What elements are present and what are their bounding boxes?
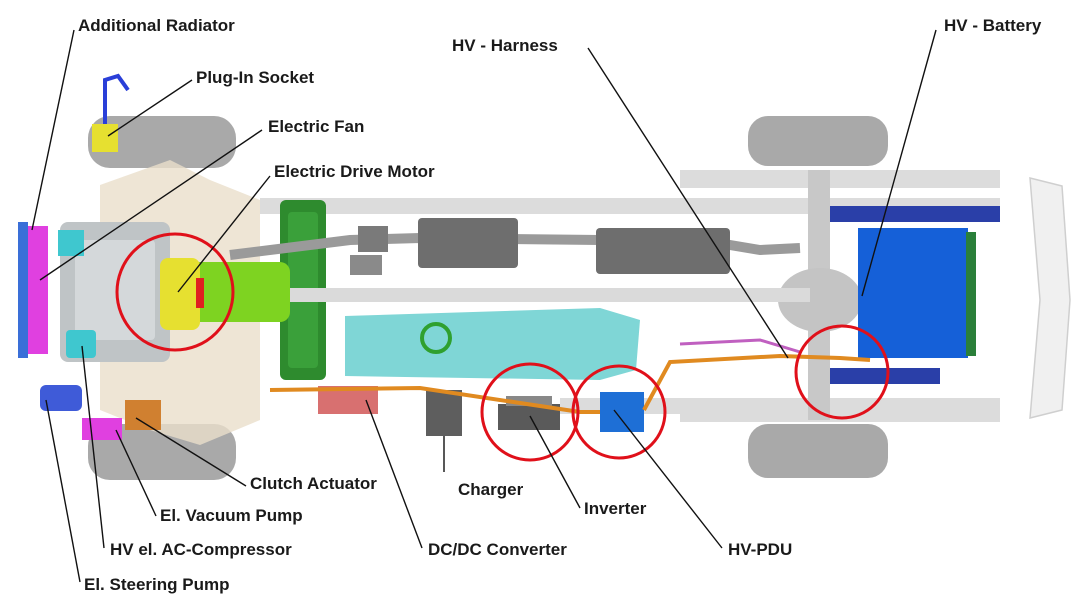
radiator-frame	[18, 222, 28, 358]
catalyst	[358, 226, 388, 252]
battery-side-rail	[966, 232, 976, 356]
wheel-rear-right	[748, 424, 888, 478]
battery-pack	[858, 228, 968, 358]
highlight-circles	[115, 232, 890, 462]
chassis-drawing	[18, 73, 1071, 480]
label-dc-dc-converter: DC/DC Converter	[428, 540, 567, 559]
hv-harness-cable-top	[679, 338, 801, 354]
hv-harness-cable	[269, 385, 600, 414]
exhaust-small	[350, 255, 382, 275]
label-el-steering-pump: El. Steering Pump	[84, 575, 230, 594]
highlight-pdu	[571, 364, 667, 460]
motor-flange	[196, 278, 204, 308]
battery-bracket-bottom	[830, 368, 940, 384]
pdu-unit	[600, 392, 644, 432]
leader-plug-in-socket	[107, 79, 193, 137]
leader-el-steering-pump	[45, 399, 81, 583]
wheel-rear-left	[748, 116, 888, 166]
leader-hv-pdu	[613, 409, 723, 549]
label-inverter: Inverter	[584, 499, 647, 518]
leader-dc-dc-converter	[365, 399, 423, 549]
fuel-tank	[345, 308, 640, 380]
label-plug-in-socket: Plug-In Socket	[196, 68, 315, 87]
label-el-vacuum-pump: El. Vacuum Pump	[160, 506, 303, 525]
driveshaft	[290, 288, 810, 302]
motor-body	[190, 262, 290, 322]
rear-bumper	[1029, 177, 1071, 419]
rear-crossmember-bottom	[680, 404, 1000, 422]
battery-bracket-top	[830, 206, 1000, 222]
label-electric-fan: Electric Fan	[268, 117, 365, 136]
leader-lines	[31, 29, 937, 583]
leader-hv-harness	[587, 47, 789, 359]
highlight-drive-motor	[115, 232, 235, 352]
leader-clutch-actuator	[135, 417, 247, 487]
hv-harness-cable-rear	[642, 353, 871, 411]
muffler-front	[418, 218, 518, 268]
label-hv-harness: HV - Harness	[452, 36, 558, 55]
leader-electric-drive-motor	[177, 175, 271, 293]
wheel-front-left	[88, 116, 236, 168]
plug-cable	[103, 73, 130, 124]
differential	[778, 268, 862, 332]
clutch-actuator-unit	[125, 400, 161, 430]
label-hv-pdu: HV-PDU	[728, 540, 793, 559]
plug-socket-body	[92, 124, 118, 152]
label-electric-drive-motor: Electric Drive Motor	[274, 162, 435, 181]
highlight-inverter	[480, 362, 580, 462]
cyan-component-bottom	[40, 385, 82, 411]
leader-hv-battery	[861, 29, 937, 297]
label-clutch-actuator: Clutch Actuator	[250, 474, 377, 493]
engine-detail	[75, 240, 155, 340]
rear-crossmember-top	[680, 170, 1000, 188]
ac-compressor	[66, 330, 96, 358]
label-additional-radiator: Additional Radiator	[78, 16, 235, 35]
label-charger: Charger	[458, 480, 524, 499]
charger-unit	[426, 390, 462, 436]
leader-el-vacuum-pump	[115, 429, 157, 517]
leader-inverter	[529, 415, 581, 509]
label-hv-battery: HV - Battery	[944, 16, 1042, 35]
motor-housing	[160, 258, 200, 330]
leader-hv-el-ac-compressor	[81, 345, 105, 549]
leader-electric-fan	[39, 129, 263, 281]
label-hv-el-ac-compressor: HV el. AC-Compressor	[110, 540, 292, 559]
fuel-filler	[420, 322, 452, 354]
highlight-hv-harness	[794, 324, 890, 420]
vacuum-pump-unit	[82, 418, 122, 440]
cyan-component-top	[58, 230, 84, 256]
inverter-top	[506, 396, 552, 406]
radiator-core	[28, 226, 48, 354]
leader-additional-radiator	[31, 29, 75, 231]
muffler-rear	[596, 228, 730, 274]
